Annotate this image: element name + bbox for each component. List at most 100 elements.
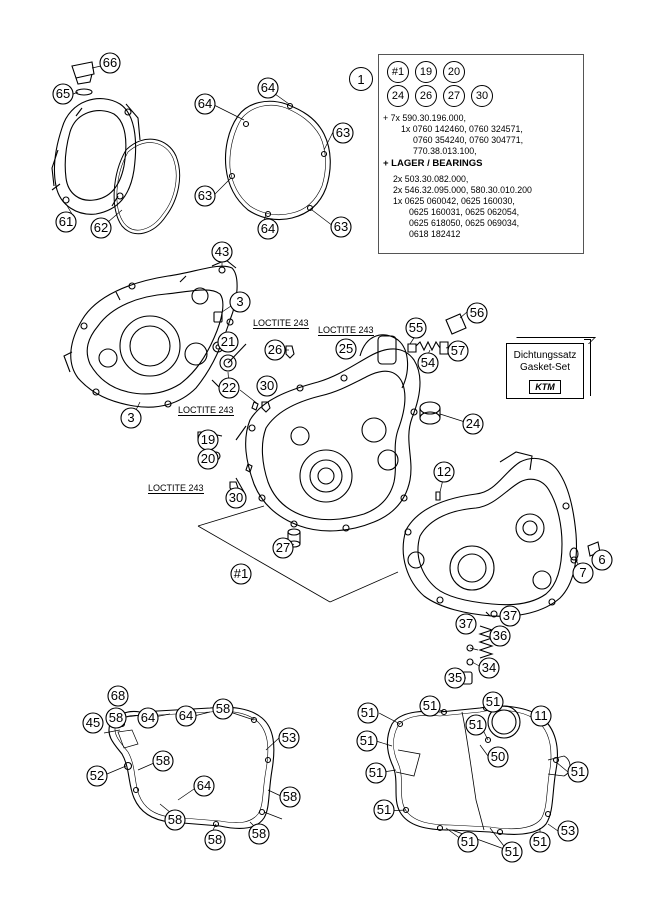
callout-51: 51 xyxy=(465,714,487,736)
callout-number: 54 xyxy=(421,355,435,370)
callout-circle xyxy=(357,702,379,724)
callout-circle xyxy=(218,377,240,399)
callout-number: 58 xyxy=(208,832,222,847)
callout-number: 21 xyxy=(221,334,235,349)
callout-61: 61 xyxy=(55,211,77,233)
callout-circle xyxy=(447,340,469,362)
callout-circle xyxy=(107,685,129,707)
callout-51: 51 xyxy=(501,841,523,863)
callout-circle xyxy=(120,407,142,429)
callout-65: 65 xyxy=(52,83,74,105)
callout-number: 7 xyxy=(579,565,586,580)
callout-number: 53 xyxy=(561,823,575,838)
callout-circle xyxy=(193,775,215,797)
callout-number: 30 xyxy=(229,490,243,505)
callout-circle xyxy=(499,605,521,627)
callout-number: 56 xyxy=(470,305,484,320)
callout-circle xyxy=(194,185,216,207)
callout-number: 12 xyxy=(437,464,451,479)
info-box-line: 0625 160031, 0625 062054, xyxy=(409,207,520,217)
callout-number: 66 xyxy=(103,55,117,70)
callout-circle xyxy=(365,762,387,784)
info-box-line: 0625 618050, 0625 069034, xyxy=(409,218,520,228)
callout-number: 58 xyxy=(283,789,297,804)
gasket-set-box-side xyxy=(584,339,591,396)
info-box-line: 1x 0760 142460, 0760 324571, xyxy=(401,124,523,134)
callout-number: 58 xyxy=(216,701,230,716)
callout-58: 58 xyxy=(248,823,270,845)
callout-circle xyxy=(330,216,352,238)
gasket-set-box: Dichtungssatz Gasket-Set KTM xyxy=(506,337,596,399)
callout-circle xyxy=(335,338,357,360)
callout-27: 27 xyxy=(272,537,294,559)
callout-circle xyxy=(204,829,226,851)
callout-58: 58 xyxy=(105,707,127,729)
callout-circle xyxy=(217,331,239,353)
callout-number: 51 xyxy=(533,834,547,849)
callout-63: 63 xyxy=(330,216,352,238)
callout-12: 12 xyxy=(433,461,455,483)
main-crankcase-illustration xyxy=(235,334,421,532)
info-box-number: 1 xyxy=(349,67,373,91)
callout-63: 63 xyxy=(194,185,216,207)
callout-64: 64 xyxy=(257,218,279,240)
callout-circle xyxy=(501,841,523,863)
gasket-set-box-front: Dichtungssatz Gasket-Set KTM xyxy=(506,343,584,399)
gasket-set-label-de: Dichtungssatz xyxy=(513,350,577,361)
callout-58: 58 xyxy=(204,829,226,851)
callout-circle xyxy=(278,727,300,749)
callout-37: 37 xyxy=(455,613,477,635)
callout-30: 30 xyxy=(256,375,278,397)
callout-37: 37 xyxy=(499,605,521,627)
callout-number: 68 xyxy=(111,688,125,703)
callout-58: 58 xyxy=(164,809,186,831)
callout-51: 51 xyxy=(357,702,379,724)
callout-circle xyxy=(229,291,251,313)
info-box-ref: 20 xyxy=(443,61,465,83)
callout-circle xyxy=(264,339,286,361)
loctite-label-middle: LOCTITE 243 xyxy=(178,405,234,416)
callout-58: 58 xyxy=(212,698,234,720)
callout-circle xyxy=(272,537,294,559)
callout-20: 20 xyxy=(197,448,219,470)
callout-number: 51 xyxy=(486,694,500,709)
callout-number: 51 xyxy=(469,717,483,732)
callout-circle xyxy=(279,786,301,808)
callout-64: 64 xyxy=(257,77,279,99)
callout-number: 64 xyxy=(179,708,193,723)
callout-circle xyxy=(356,730,378,752)
callout-62: 62 xyxy=(90,217,112,239)
callout-51: 51 xyxy=(457,831,479,853)
callout-19: 19 xyxy=(197,429,219,451)
callout-45: 45 xyxy=(82,712,104,734)
info-box-refs-row2: 24 26 27 30 xyxy=(387,85,493,107)
callout-circle xyxy=(529,831,551,853)
callout-circle xyxy=(433,461,455,483)
callout-51: 51 xyxy=(482,691,504,713)
callout-53: 53 xyxy=(278,727,300,749)
ignition-side-crankcase-illustration xyxy=(402,451,578,618)
callout-57: 57 xyxy=(447,340,469,362)
callout-number: 20 xyxy=(201,451,215,466)
callout-number: 58 xyxy=(156,753,170,768)
callout-number: 51 xyxy=(505,844,519,859)
callout-56: 56 xyxy=(466,302,488,324)
callout-number: 27 xyxy=(276,540,290,555)
callout-number: 51 xyxy=(360,733,374,748)
callout-circle xyxy=(86,765,108,787)
callout-circle xyxy=(256,375,278,397)
callout-52: 52 xyxy=(86,765,108,787)
callout-number: 37 xyxy=(459,616,473,631)
callout-number: #1 xyxy=(234,566,248,581)
callout-22: 22 xyxy=(218,377,240,399)
callout-36: 36 xyxy=(489,625,511,647)
callout-number: 58 xyxy=(109,710,123,725)
callout-circle xyxy=(466,302,488,324)
info-box-line: + 7x 590.30.196.000, xyxy=(383,113,466,123)
callout-number: 43 xyxy=(215,244,229,259)
callout-number: 64 xyxy=(261,80,275,95)
callout-number: 51 xyxy=(461,834,475,849)
callout-circle xyxy=(52,83,74,105)
callout-number: 64 xyxy=(141,710,155,725)
